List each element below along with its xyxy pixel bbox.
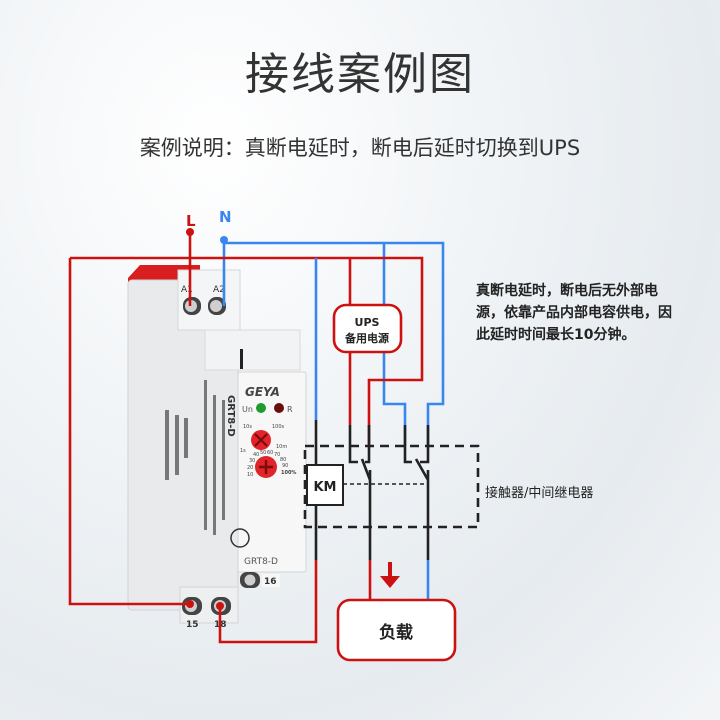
- contactor-boundary: [303, 444, 480, 529]
- percent-dial-label: 20: [247, 465, 253, 471]
- device-front-upper: [204, 329, 301, 371]
- contact-1-blade: [360, 458, 372, 481]
- terminal-a1[interactable]: [183, 297, 201, 315]
- ups-backup-label: 备用电源: [344, 331, 389, 345]
- r-indicator-label: R: [287, 405, 293, 414]
- time-dial-label: 100s: [272, 424, 285, 430]
- indicator-slot: [240, 349, 243, 369]
- percent-dial-label: 30: [249, 458, 255, 464]
- terminal-a2[interactable]: [208, 297, 226, 315]
- percent-dial-label: 70: [274, 452, 280, 458]
- time-dial-label: 10m: [276, 444, 287, 450]
- terminal-15-label: 15: [186, 620, 199, 630]
- live-label: L: [186, 212, 196, 230]
- live-main-wire: [70, 256, 424, 446]
- time-range-dial[interactable]: [251, 430, 271, 450]
- output-18-wire: [218, 560, 318, 644]
- top-terminal-block: [177, 269, 241, 331]
- percent-dial-label: 10: [247, 472, 253, 478]
- cert-mark-icon: [230, 528, 250, 548]
- terminal-a1-label: A1: [181, 285, 193, 295]
- power-led-icon: [256, 403, 266, 413]
- wires: [68, 232, 445, 644]
- ups-box: UPS 备用电源: [332, 303, 403, 354]
- page-title: 接线案例图: [245, 49, 475, 100]
- neutral-label: N: [219, 208, 232, 226]
- km-coil-label: KM: [313, 480, 336, 495]
- percent-dial-label: 60: [267, 450, 273, 456]
- load-box: 负载: [336, 598, 457, 662]
- km-coil: KM: [306, 464, 344, 506]
- relay-device: GRT8-D GEYA Un R 10s 100s 1s 10m 10 20 3…: [127, 265, 307, 630]
- down-arrow-icon: [380, 562, 400, 588]
- live-terminal-dot: [186, 228, 194, 236]
- un-indicator-label: Un: [242, 405, 253, 414]
- percent-dial-label: 50: [260, 450, 266, 456]
- contactor-label: 接触器/中间继电器: [485, 486, 594, 501]
- live-to-15-wire: [68, 258, 190, 606]
- terminal-a2-label: A2: [213, 285, 225, 295]
- neutral-main-wire: [224, 241, 445, 446]
- percent-dial-label: 40: [253, 452, 259, 458]
- ups-label: UPS: [355, 316, 380, 329]
- percent-dial-label: 80: [280, 457, 286, 463]
- percent-dial-label: 100%: [281, 470, 296, 476]
- brand-logo: GEYA: [245, 385, 280, 399]
- front-model-label: GRT8-D: [244, 557, 278, 567]
- neutral-terminal-dot: [220, 236, 228, 244]
- side-model-text: GRT8-D: [225, 395, 236, 437]
- case-description: 案例说明：真断电延时，断电后延时切换到UPS: [139, 136, 581, 160]
- side-label-print: [165, 380, 225, 535]
- percent-dial[interactable]: [255, 456, 277, 478]
- time-dial-label: 10s: [243, 424, 252, 430]
- terminal-15-dot: [186, 600, 194, 608]
- terminal-16-label-bg: [262, 574, 280, 587]
- percent-dial-label: 90: [282, 463, 288, 469]
- load-label: 负载: [379, 622, 413, 643]
- delay-note: 真断电延时，断电后无外部电源，依靠产品内部电容供电，因此延时时间最长10分钟。: [476, 283, 672, 343]
- relay-led-icon: [274, 403, 284, 413]
- terminal-16[interactable]: [240, 572, 260, 588]
- contact-2-blade: [414, 458, 430, 481]
- terminal-16-label: 16: [264, 577, 277, 587]
- time-dial-label: 1s: [240, 448, 246, 454]
- terminal-18-dot: [216, 602, 224, 610]
